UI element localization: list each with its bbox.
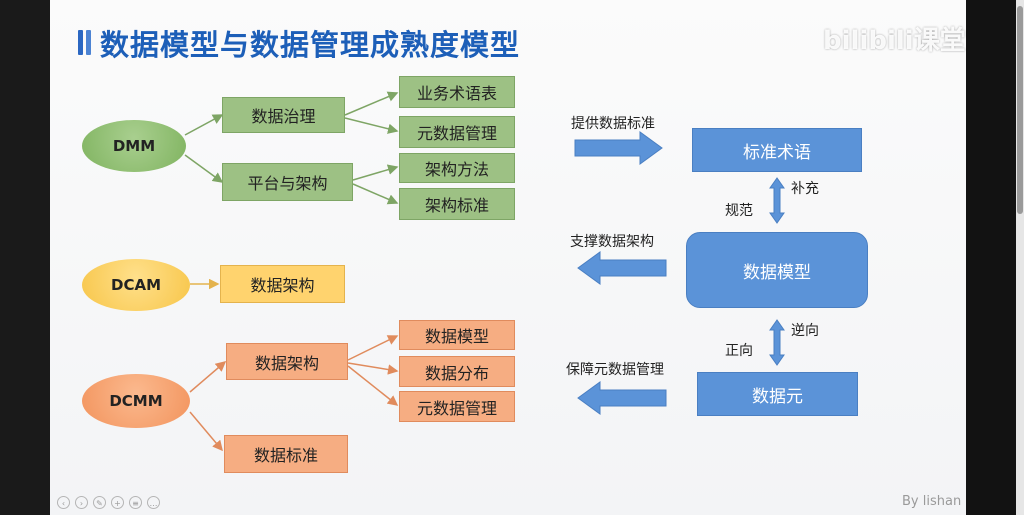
zoom-icon[interactable]: + — [111, 496, 124, 509]
arrow-left-support — [577, 251, 667, 285]
double-arrow-model-element — [769, 319, 785, 366]
connector-line — [189, 411, 223, 452]
connector-line — [347, 362, 399, 375]
dcmm-leaf-metadata-management: 元数据管理 — [399, 391, 515, 422]
title-accent-bar — [86, 30, 91, 55]
dmm-branch-data-governance: 数据治理 — [222, 97, 345, 133]
menu-icon[interactable]: ≡ — [129, 496, 142, 509]
connector-line — [347, 365, 399, 406]
dmm-leaf-architecture-standard: 架构标准 — [399, 188, 515, 220]
scrollbar-track[interactable] — [1016, 0, 1024, 515]
dcmm-leaf-data-model: 数据模型 — [399, 320, 515, 350]
dcmm-leaf-data-distribution: 数据分布 — [399, 356, 515, 387]
link-label-reverse: 逆向 — [791, 323, 819, 339]
video-side-panel — [966, 0, 1024, 515]
link-label-norm: 规范 — [725, 203, 753, 219]
arrow-label-support: 支撑数据架构 — [570, 234, 654, 250]
standard-terms-box: 标准术语 — [692, 128, 862, 172]
dmm-leaf-architecture-method: 架构方法 — [399, 153, 515, 183]
data-model-box: 数据模型 — [686, 232, 868, 308]
connector-line — [347, 335, 399, 361]
more-icon[interactable]: … — [147, 496, 160, 509]
dcam-branch-data-architecture: 数据架构 — [220, 265, 345, 303]
dmm-leaf-business-glossary: 业务术语表 — [399, 76, 515, 108]
pen-icon[interactable]: ✎ — [93, 496, 106, 509]
bilibili-logo: bilibili课堂 — [823, 26, 966, 56]
dmm-branch-platform-architecture: 平台与架构 — [222, 163, 353, 201]
link-label-forward: 正向 — [725, 343, 753, 359]
scrollbar-thumb[interactable] — [1017, 6, 1023, 214]
next-icon[interactable]: › — [75, 496, 88, 509]
connector-line — [184, 114, 224, 136]
arrow-label-ensure: 保障元数据管理 — [566, 362, 664, 378]
dcmm-branch-data-architecture: 数据架构 — [226, 343, 348, 380]
title-accent-bar — [78, 30, 83, 55]
link-label-supplement: 补充 — [791, 181, 819, 197]
slide-toolbar: ‹ › ✎ + ≡ … — [57, 496, 160, 509]
dcmm-ellipse: DCMM — [82, 374, 190, 428]
connector-line — [184, 154, 224, 183]
connector-line — [189, 361, 227, 393]
connector-line — [344, 91, 399, 116]
connector-line — [344, 117, 399, 134]
connector-line — [352, 164, 399, 181]
dcmm-branch-data-standard: 数据标准 — [224, 435, 348, 473]
connector-line — [352, 183, 399, 205]
arrow-label-provide: 提供数据标准 — [571, 116, 655, 132]
dcam-ellipse: DCAM — [82, 259, 190, 311]
prev-icon[interactable]: ‹ — [57, 496, 70, 509]
dmm-ellipse: DMM — [82, 120, 186, 172]
page-title: 数据模型与数据管理成熟度模型 — [100, 28, 521, 62]
double-arrow-standard-model — [769, 177, 785, 224]
arrow-right-provide — [574, 131, 663, 165]
data-element-box: 数据元 — [697, 372, 858, 416]
author-byline: By lishan — [902, 494, 962, 509]
arrow-left-ensure — [577, 381, 667, 415]
dmm-leaf-metadata-management: 元数据管理 — [399, 116, 515, 148]
